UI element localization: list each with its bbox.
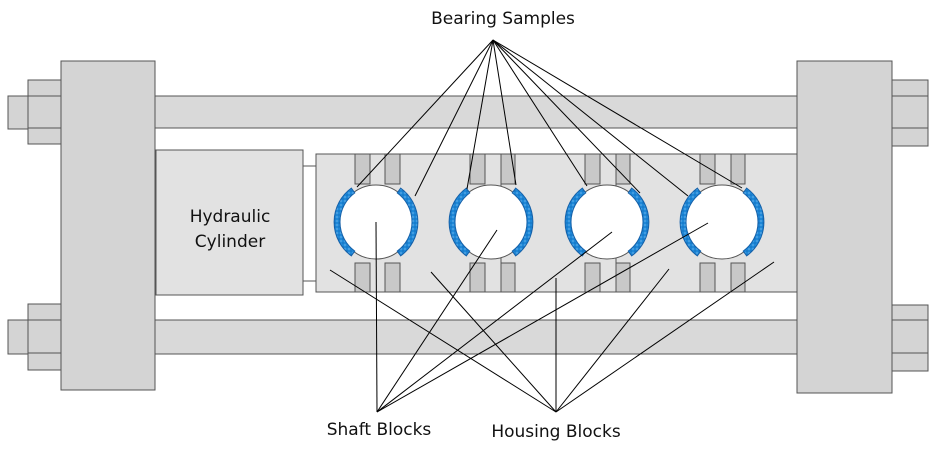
housing-blocks-leaders <box>329 261 775 413</box>
shaft-blocks-label: Shaft Blocks <box>326 420 432 440</box>
right-lower-nut <box>891 304 929 372</box>
lower-tie-rod <box>154 319 798 355</box>
bearing-2 <box>448 184 534 260</box>
left-end-plate <box>60 60 156 391</box>
right-upper-nut <box>891 79 929 147</box>
hydraulic-cylinder-label-line1: Hydraulic <box>189 207 271 227</box>
shaft-blocks-leaders <box>375 221 709 413</box>
hydraulic-cylinder <box>155 149 304 296</box>
shaft-block-plates <box>354 153 746 293</box>
upper-tie-rod <box>154 95 798 129</box>
housing-blocks-label: Housing Blocks <box>491 422 621 442</box>
bearing-samples-leaders <box>356 39 743 197</box>
cylinder-piston <box>302 165 317 282</box>
bearing-3 <box>564 184 650 260</box>
hydraulic-cylinder-label: Hydraulic Cylinder <box>158 205 302 254</box>
right-end-plate <box>796 60 893 394</box>
bearing-samples-label: Bearing Samples <box>431 9 575 29</box>
left-upper-nut <box>7 79 63 145</box>
hydraulic-cylinder-label-line2: Cylinder <box>194 231 266 252</box>
bearing-4 <box>679 184 765 260</box>
left-lower-nut <box>7 303 63 371</box>
